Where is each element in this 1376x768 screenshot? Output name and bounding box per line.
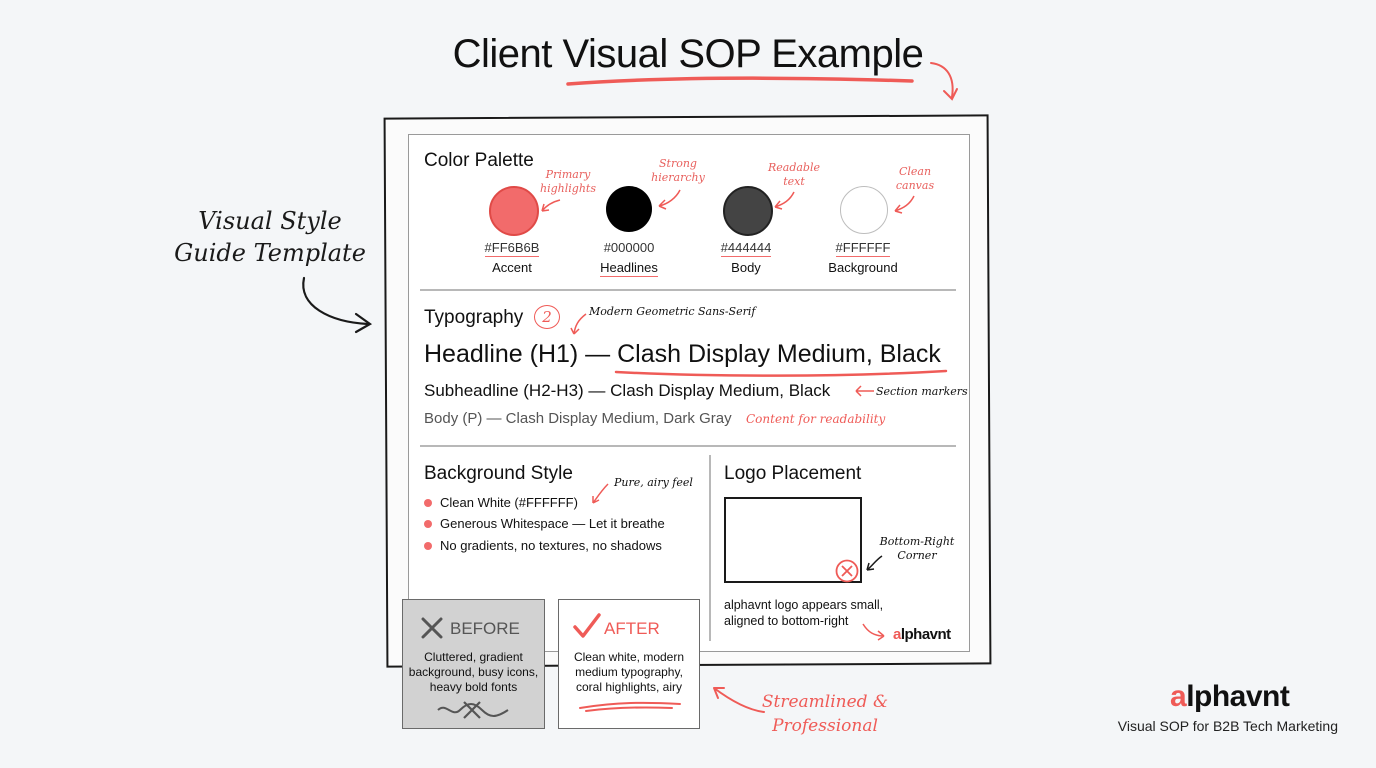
guide-label-line-1: Visual Style xyxy=(198,207,342,235)
arrow-icon xyxy=(713,687,765,713)
section-divider xyxy=(420,289,956,291)
brand-tagline: Visual SOP for B2B Tech Marketing xyxy=(1117,718,1338,734)
h2-sample: Subheadline (H2-H3) — Clash Display Medi… xyxy=(424,381,831,400)
bullet-icon xyxy=(424,498,432,507)
body-swatch xyxy=(723,186,773,236)
bullet-icon xyxy=(424,541,432,550)
after-underline xyxy=(579,701,681,712)
guide-label-line-2: Guide Template xyxy=(174,239,366,267)
arrow-icon xyxy=(855,385,874,397)
arrow-icon xyxy=(592,483,609,504)
arrow-icon xyxy=(774,191,795,210)
typography-heading: Typography xyxy=(424,307,524,328)
arrow-icon xyxy=(862,623,885,641)
airy-note: Pure, airy feel xyxy=(614,476,693,489)
arrow-icon xyxy=(541,199,561,212)
logo-placement-frame xyxy=(724,497,862,583)
swatch-name: Headlines xyxy=(600,260,658,277)
section-divider xyxy=(420,445,956,447)
swatch-name: Background xyxy=(828,260,898,275)
page-title: Client Visual SOP Example xyxy=(452,32,924,76)
column-divider xyxy=(709,455,711,641)
logo-placement-heading: Logo Placement xyxy=(724,463,862,484)
background-swatch xyxy=(840,186,888,234)
arrow-icon xyxy=(570,313,587,335)
after-label: AFTER xyxy=(604,619,660,638)
logo-description: alphavnt logo appears small,aligned to b… xyxy=(724,598,884,628)
readability-note: Content for readability xyxy=(746,412,886,426)
arrow-icon xyxy=(866,555,883,571)
arrow-icon xyxy=(894,195,915,214)
h1-underline xyxy=(614,369,948,377)
brand-logo: alphavnt xyxy=(1170,680,1290,713)
curved-arrow-icon xyxy=(930,62,958,101)
logo-mark: alphavnt xyxy=(893,626,951,643)
guide-label: Visual Style Guide Template xyxy=(170,205,370,269)
font-note: Modern Geometric Sans-Serif xyxy=(589,305,756,318)
h1-sample: Headline (H1) — Clash Display Medium, Bl… xyxy=(424,340,941,368)
title-underline xyxy=(566,76,914,86)
accent-swatch xyxy=(489,186,539,236)
arrow-icon xyxy=(302,276,373,334)
headlines-swatch xyxy=(606,186,652,232)
list-item: Clean White (#FFFFFF) xyxy=(424,495,578,510)
section-markers-note: Section markers xyxy=(876,385,968,398)
swatch-hex: #FFFFFF xyxy=(835,240,891,257)
section-number-badge: 2 xyxy=(534,305,560,329)
background-style-heading: Background Style xyxy=(424,463,573,484)
list-item: Generous Whitespace — Let it breathe xyxy=(424,516,665,531)
x-mark-icon xyxy=(421,617,443,639)
swatch-hex: #FF6B6B xyxy=(484,240,540,257)
squiggle-cross-icon xyxy=(437,701,509,719)
color-palette-heading: Color Palette xyxy=(424,150,534,171)
arrow-icon xyxy=(658,189,681,210)
close-circle-icon xyxy=(835,559,859,583)
before-label: BEFORE xyxy=(450,619,520,638)
swatch-name: Body xyxy=(731,260,761,275)
bullet-icon xyxy=(424,519,432,528)
result-note: Streamlined &Professional xyxy=(761,692,889,736)
body-sample: Body (P) — Clash Display Medium, Dark Gr… xyxy=(424,410,732,427)
checkmark-icon xyxy=(573,613,601,638)
swatch-hex: #444444 xyxy=(720,240,772,257)
list-item: No gradients, no textures, no shadows xyxy=(424,538,662,553)
swatch-name: Accent xyxy=(492,260,532,275)
swatch-hex: #000000 xyxy=(603,240,655,255)
